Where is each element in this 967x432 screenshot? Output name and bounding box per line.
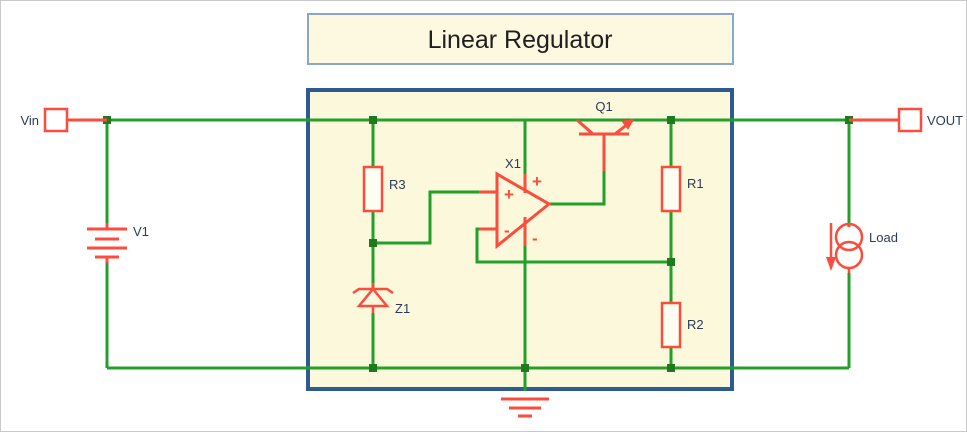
- ground-symbol: [501, 397, 549, 418]
- input-port-symbol[interactable]: [43, 107, 69, 133]
- node-dot-reference: [369, 239, 377, 247]
- title-box: [307, 13, 734, 65]
- component-label-r1: R1: [687, 176, 704, 191]
- opamp-noninverting-marker: +: [504, 185, 514, 204]
- input-port[interactable]: Vin: [20, 107, 107, 133]
- current-direction-arrow-icon: [826, 223, 836, 271]
- component-label-z1: Z1: [395, 301, 410, 316]
- output-port-symbol[interactable]: [897, 107, 923, 133]
- opamp-vminus-marker: -: [532, 229, 538, 248]
- component-r3-resistor[interactable]: R3: [362, 165, 406, 213]
- node-dot-z1-gnd: [369, 364, 377, 372]
- current-source-symbol[interactable]: [834, 222, 864, 273]
- component-label-q1: Q1: [595, 99, 612, 114]
- wire-ref-to-opamp-plus: [373, 190, 497, 245]
- component-q1-transistor[interactable]: Q1: [576, 99, 634, 171]
- opamp-inverting-marker: -: [504, 221, 510, 240]
- title-banner: Linear Regulator: [307, 13, 734, 65]
- node-dot-divider: [667, 258, 675, 266]
- component-label-r2: R2: [687, 317, 704, 332]
- component-label-x1: X1: [505, 156, 521, 171]
- component-r2-resistor[interactable]: R2: [660, 301, 704, 349]
- diagram-title: Linear Regulator: [428, 26, 613, 54]
- component-label-v1: V1: [133, 224, 149, 239]
- opamp-symbol: [479, 171, 552, 250]
- transistor-emitter-arrow: [621, 119, 634, 130]
- transistor-collector-lead: [576, 118, 594, 136]
- opamp-body-triangle[interactable]: [495, 171, 552, 250]
- output-port[interactable]: VOUT: [849, 107, 963, 133]
- node-dot-r3-top: [369, 116, 377, 124]
- output-port-label: VOUT: [927, 113, 963, 128]
- resistor-body-r2[interactable]: [660, 301, 682, 349]
- battery-symbol: [87, 223, 127, 263]
- current-source-circle-lower: [834, 240, 864, 270]
- node-dot-r1-top: [667, 116, 675, 124]
- component-load-current-source[interactable]: Load: [826, 222, 898, 273]
- resistor-body-r1[interactable]: [660, 165, 682, 213]
- resistor-body-r3[interactable]: [362, 165, 384, 213]
- component-x1-opamp[interactable]: + - + - X1: [479, 156, 552, 250]
- node-dot-ground: [521, 364, 529, 372]
- component-label-load: Load: [869, 230, 898, 245]
- component-z1-zener-diode[interactable]: Z1: [352, 283, 410, 316]
- opamp-vplus-marker: +: [532, 172, 542, 191]
- node-dot-r2-gnd: [667, 364, 675, 372]
- component-v1-battery[interactable]: V1: [87, 223, 149, 263]
- zener-symbol: [352, 283, 394, 313]
- component-label-r3: R3: [389, 177, 406, 192]
- current-arrow-head: [826, 257, 836, 271]
- input-port-label: Vin: [20, 113, 39, 128]
- component-r1-resistor[interactable]: R1: [660, 165, 704, 213]
- wire-net-group: [64, 118, 851, 391]
